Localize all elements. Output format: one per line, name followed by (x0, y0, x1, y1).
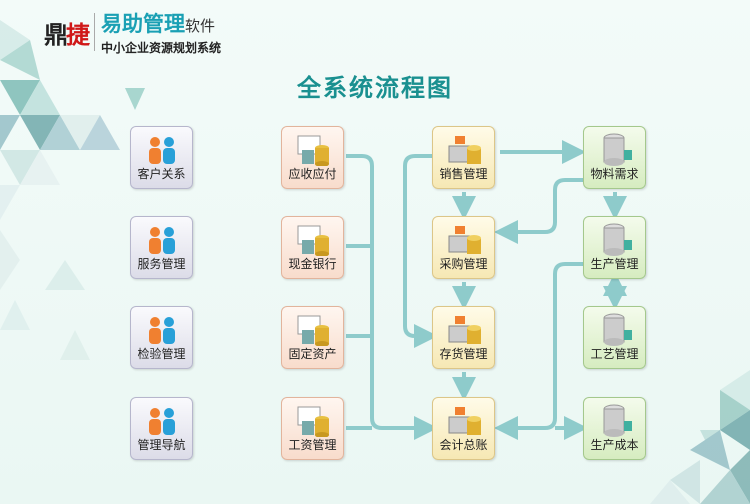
module-tile[interactable]: 生产成本 (583, 397, 646, 460)
service-gear-icon (149, 227, 175, 254)
module-label: 客户关系 (137, 167, 186, 181)
module-tile[interactable]: 物料需求 (583, 126, 646, 189)
module-label: 固定资产 (288, 347, 337, 361)
cash-register-icon (448, 136, 481, 164)
building-icon (297, 315, 329, 346)
calculator-icon (603, 404, 632, 437)
module-label: 工资管理 (288, 438, 337, 452)
module-tile[interactable]: 客户关系 (130, 126, 193, 189)
database-icon (603, 133, 632, 166)
product-subtitle: 中小企业资源规划系统 (101, 41, 222, 55)
module-tile[interactable]: 工艺管理 (583, 306, 646, 369)
machine-icon (603, 223, 632, 256)
process-icon (603, 313, 632, 346)
logo-divider (94, 13, 95, 51)
receivable-payable-icon (297, 135, 329, 166)
module-tile[interactable]: 现金银行 (281, 216, 344, 279)
module-tile[interactable]: 销售管理 (432, 126, 495, 189)
module-tile[interactable]: 工资管理 (281, 397, 344, 460)
module-tile[interactable]: 检验管理 (130, 306, 193, 369)
app-logo: 鼎捷 易助管理软件 中小企业资源规划系统 (44, 8, 221, 56)
module-label: 会计总账 (439, 438, 488, 452)
module-tile[interactable]: 服务管理 (130, 216, 193, 279)
module-label: 检验管理 (137, 347, 186, 361)
payroll-icon (297, 406, 329, 437)
module-label: 生产成本 (590, 438, 639, 452)
module-label: 工艺管理 (590, 347, 639, 361)
module-label: 销售管理 (439, 167, 488, 181)
module-label: 物料需求 (590, 167, 639, 181)
bank-icon (297, 225, 329, 256)
module-tile[interactable]: 管理导航 (130, 397, 193, 460)
navigation-icon (149, 408, 175, 435)
module-tile[interactable]: 固定资产 (281, 306, 344, 369)
shopping-cart-icon (448, 226, 481, 254)
module-label: 生产管理 (590, 257, 639, 271)
module-label: 管理导航 (137, 438, 186, 452)
module-tile[interactable]: 会计总账 (432, 397, 495, 460)
ledger-icon (448, 407, 481, 435)
inspection-magnifier-icon (149, 317, 175, 344)
module-label: 应收应付 (288, 167, 337, 181)
module-tile[interactable]: 生产管理 (583, 216, 646, 279)
module-tile[interactable]: 采购管理 (432, 216, 495, 279)
product-name: 易助管理软件 (101, 12, 216, 36)
brand-logo: 鼎捷 (44, 20, 90, 49)
module-label: 现金银行 (288, 257, 337, 271)
page-title: 全系统流程图 (297, 74, 453, 102)
module-label: 采购管理 (439, 257, 488, 271)
module-tile[interactable]: 应收应付 (281, 126, 344, 189)
module-label: 服务管理 (137, 257, 186, 271)
module-tile[interactable]: 存货管理 (432, 306, 495, 369)
boxes-icon (448, 316, 481, 344)
module-label: 存货管理 (439, 347, 488, 361)
customers-icon (149, 137, 175, 164)
